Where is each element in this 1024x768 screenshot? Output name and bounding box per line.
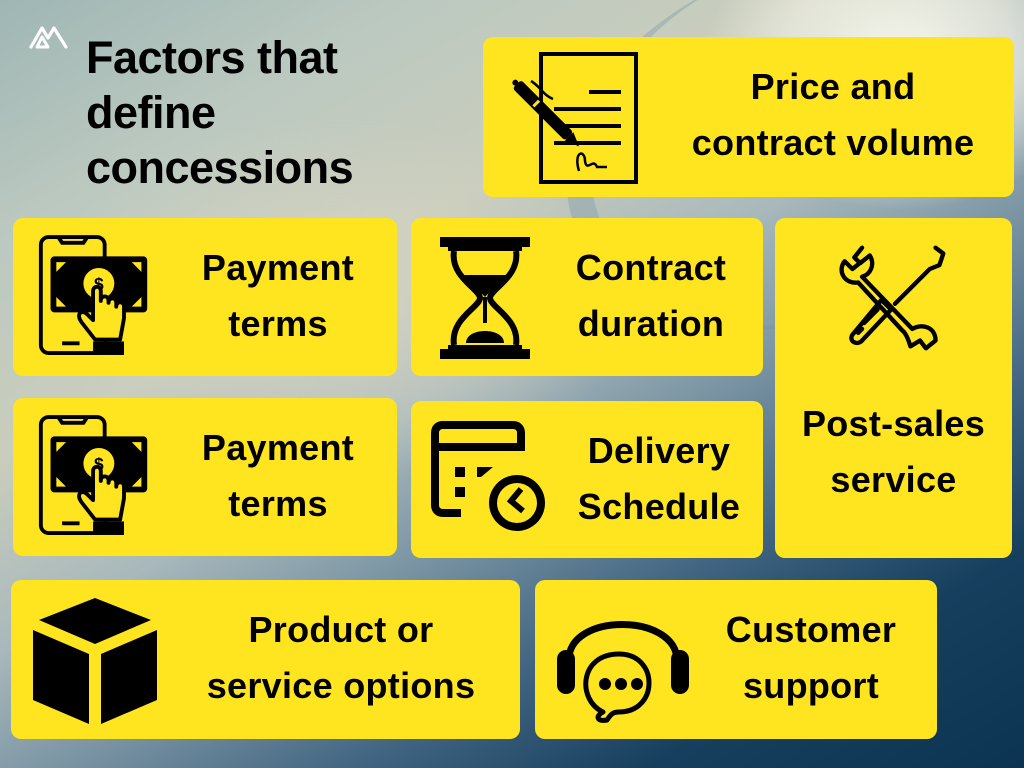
box-icon — [33, 598, 157, 724]
wrench-screwdriver-icon — [839, 245, 946, 351]
signed-contract-icon — [512, 52, 638, 184]
card-payment-terms-2: $ Payment terms — [13, 398, 397, 556]
mountain-logo-icon — [29, 26, 68, 49]
card-label: Price and contract volume — [691, 66, 975, 163]
card-label: Delivery Schedule — [577, 430, 741, 527]
headset-chat-icon — [557, 621, 689, 723]
title-line-2: define — [86, 87, 216, 138]
title-line-1: Factors that — [86, 32, 338, 83]
card-label: Contract duration — [575, 247, 727, 344]
card-price-contract-volume: Price and contract volume — [483, 37, 1014, 197]
card-contract-duration: Contract duration — [411, 218, 763, 376]
calendar-clock-icon — [431, 421, 545, 531]
page-title: Factors that define concessions — [86, 30, 354, 195]
hourglass-icon — [440, 237, 530, 359]
card-customer-support: Customer support — [535, 580, 937, 739]
card-label: Product or service options — [206, 609, 476, 706]
title-line-3: concessions — [86, 142, 354, 193]
card-label: Customer support — [725, 609, 897, 706]
card-payment-terms: $ Payment terms — [13, 218, 397, 376]
svg-text:$: $ — [94, 454, 104, 474]
card-label: Payment terms — [201, 427, 355, 524]
card-label: Payment terms — [201, 247, 355, 344]
mobile-payment-icon: $ — [38, 235, 148, 355]
svg-text:$: $ — [94, 274, 104, 294]
card-product-service-options: Product or service options — [11, 580, 520, 739]
card-post-sales-service: Post-sales service — [775, 218, 1012, 558]
card-delivery-schedule: Delivery Schedule — [411, 401, 763, 558]
card-label: Post-sales service — [801, 403, 986, 500]
mobile-payment-icon: $ — [38, 415, 148, 535]
